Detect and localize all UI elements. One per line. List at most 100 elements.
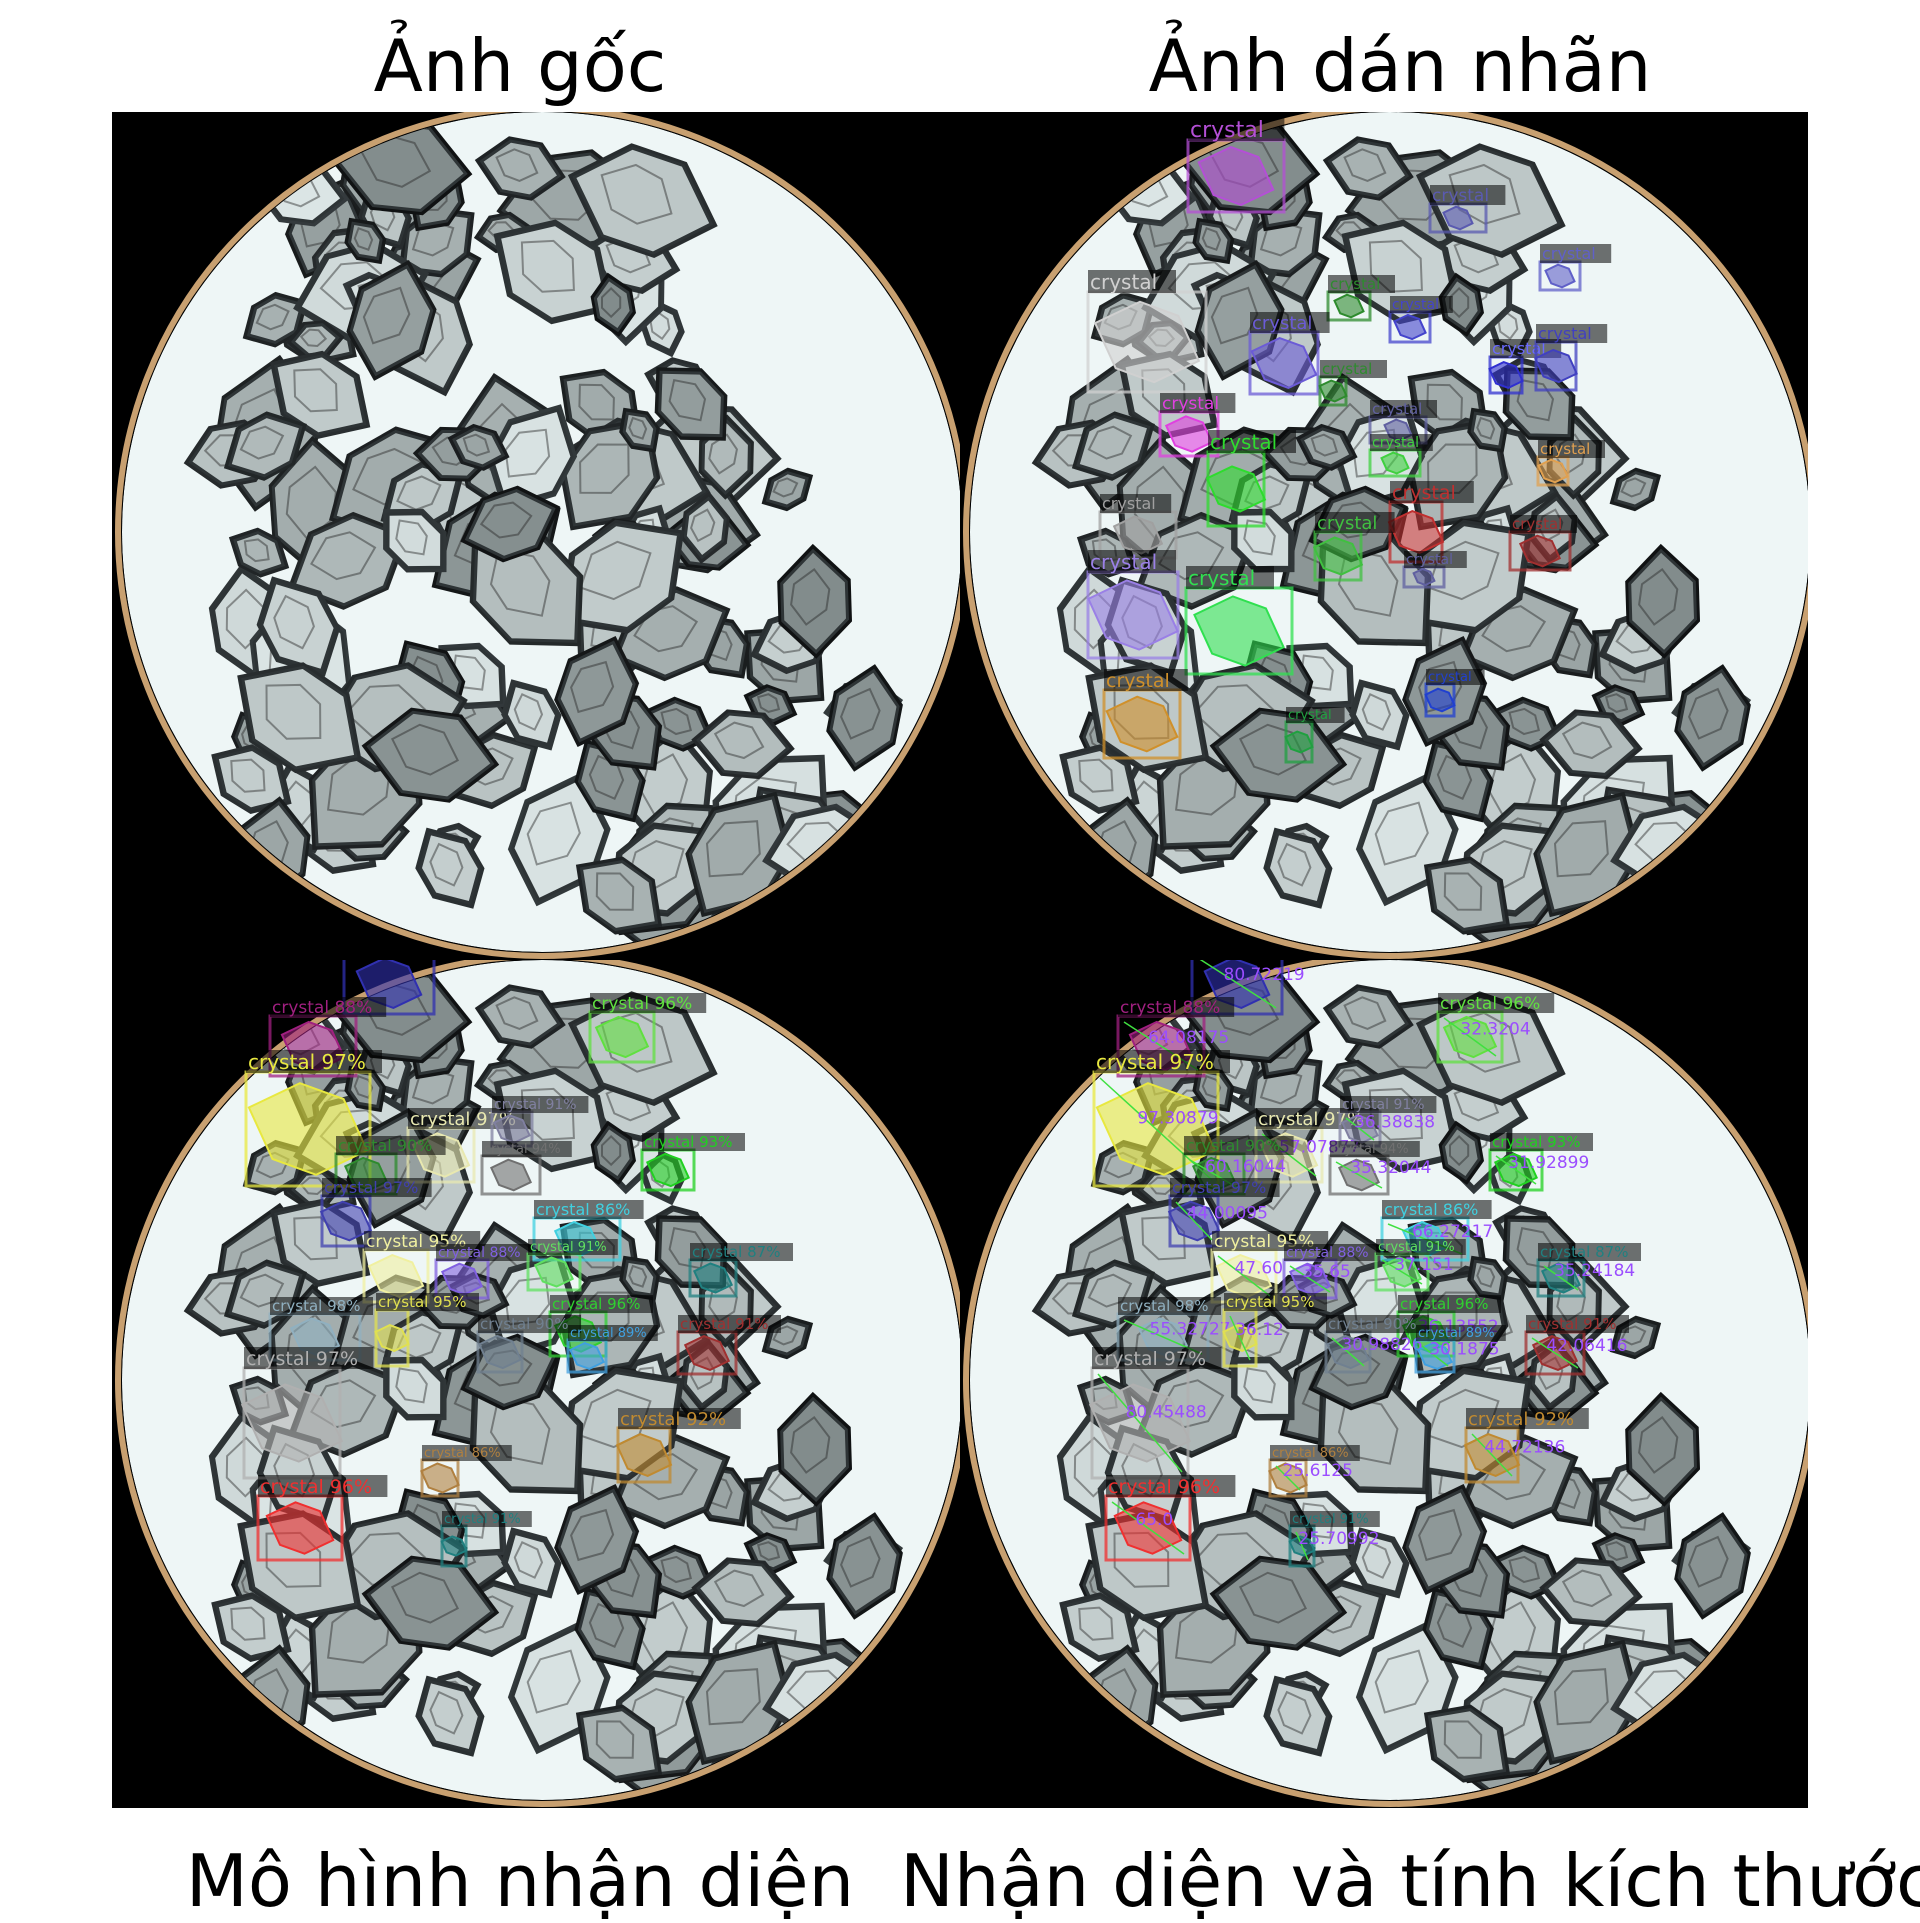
annotation: crystal	[1284, 707, 1345, 764]
label-background	[534, 1200, 644, 1219]
crystal-mask	[489, 1158, 533, 1192]
label-background	[1370, 434, 1433, 451]
detection: crystal 89%	[566, 1325, 658, 1374]
crystal	[619, 1255, 660, 1301]
field-rim	[963, 960, 1808, 1807]
detection-measured: crystal 95%47.60	[1210, 1231, 1329, 1304]
crystal	[590, 1120, 636, 1185]
detection-label: crystal	[1392, 297, 1439, 313]
detection-label: crystal 88%	[272, 998, 372, 1018]
bounding-box	[1190, 960, 1284, 1016]
crystal-mask	[1193, 595, 1285, 667]
crystal	[346, 260, 437, 381]
crystal	[361, 1555, 500, 1651]
detection-measured: crystal 94%35.32044	[1328, 1141, 1431, 1196]
crystal	[1674, 664, 1751, 772]
detection-label: crystal 86%	[1384, 1200, 1478, 1219]
label-background	[1526, 1315, 1629, 1333]
detection-label: crystal 94%	[1332, 1142, 1409, 1157]
detection: crystal 96%	[256, 1475, 388, 1562]
detection-label: crystal	[1492, 339, 1546, 358]
detection-label: crystal	[1538, 324, 1592, 343]
crystal	[1467, 407, 1508, 453]
crystal	[1349, 679, 1410, 751]
label-background	[1094, 1050, 1230, 1073]
detection-label: crystal 89%	[1418, 1326, 1495, 1341]
crystal	[1539, 709, 1643, 780]
label-background	[1250, 312, 1330, 333]
detection-measured: crystal 91%37.151	[1374, 1239, 1466, 1292]
label-background	[1188, 116, 1285, 141]
detection: crystal 86%	[419, 1445, 512, 1498]
crystal	[559, 519, 685, 634]
detection-measured: crystal 97%80.45488	[1088, 1347, 1222, 1480]
label-background	[678, 1315, 781, 1333]
label-background	[1290, 1511, 1380, 1527]
label-background	[258, 1475, 388, 1497]
label-background	[478, 1315, 581, 1333]
size-line	[1275, 1465, 1301, 1491]
caption-labeled-image: Ảnh dán nhãn	[1148, 24, 1652, 108]
label-background	[1284, 1244, 1381, 1261]
detection-label: crystal 97%	[1172, 1178, 1266, 1197]
caption-detection-and-sizing: Nhận diện và tính kích thước	[900, 1839, 1920, 1923]
crystal	[554, 636, 640, 747]
label-background	[1326, 1315, 1429, 1333]
label-background	[1088, 270, 1176, 293]
crystal	[685, 1639, 793, 1766]
crystal	[1539, 1557, 1643, 1628]
label-background	[270, 997, 387, 1017]
annotation: crystal	[1538, 244, 1612, 292]
crystal	[1263, 1675, 1333, 1757]
label-background	[492, 1096, 589, 1113]
size-line	[1543, 1265, 1579, 1291]
detection-label: crystal 97%	[246, 1348, 358, 1370]
label-background	[1104, 669, 1188, 691]
detection-label: crystal	[1542, 244, 1596, 263]
size-value: 42.06416	[1546, 1336, 1627, 1356]
crystal	[256, 576, 341, 677]
annotation: crystal	[1086, 550, 1180, 660]
crystal	[237, 662, 362, 774]
detection-label: crystal 94%	[484, 1142, 561, 1157]
detection-label: crystal	[1102, 494, 1156, 513]
crystal-mask	[683, 1335, 731, 1371]
detection-label: crystal	[1330, 275, 1380, 293]
detection-measured: crystal 98%55.32727	[1116, 1297, 1231, 1362]
detection-label: crystal 87%	[692, 1243, 780, 1261]
detection-measured: crystal 93%31.92899	[1488, 1133, 1593, 1192]
crystal	[1071, 411, 1155, 481]
annotation: crystal	[1326, 275, 1395, 322]
crystal	[211, 744, 292, 814]
label-background	[1390, 296, 1453, 313]
field-rim	[115, 960, 960, 1807]
detection-label: crystal 89%	[570, 1326, 647, 1341]
size-value: 80.72219	[1224, 965, 1305, 985]
detection-measured: crystal 90%30.98826	[1324, 1315, 1429, 1374]
detection-label: crystal 86%	[424, 1446, 501, 1461]
label-background	[1540, 244, 1612, 263]
detection: crystal 91%	[490, 1096, 589, 1148]
annotation: crystal	[1312, 512, 1395, 582]
detection-label: crystal 91%	[1378, 1240, 1455, 1255]
crystal	[1423, 1704, 1511, 1783]
detection: crystal 93%	[640, 1133, 745, 1192]
detection-label: crystal	[1252, 313, 1312, 334]
crystal	[575, 1704, 663, 1783]
crystal	[590, 272, 636, 337]
detection-label: crystal 97%	[1258, 1109, 1364, 1130]
detection-label: crystal 86%	[1272, 1446, 1349, 1461]
crystal	[691, 1557, 795, 1628]
detection-measured: crystal 96%32.3204	[1436, 993, 1555, 1064]
label-background	[1224, 1293, 1327, 1311]
crystal-mask	[1105, 695, 1179, 753]
crystal	[619, 407, 660, 453]
size-line	[1229, 1315, 1251, 1361]
label-background	[376, 1293, 479, 1311]
crystal-mask	[355, 960, 423, 1009]
detection-label: crystal 96%	[1400, 1295, 1488, 1313]
size-value: 30.1875	[1429, 1339, 1499, 1359]
label-background	[1510, 515, 1577, 533]
